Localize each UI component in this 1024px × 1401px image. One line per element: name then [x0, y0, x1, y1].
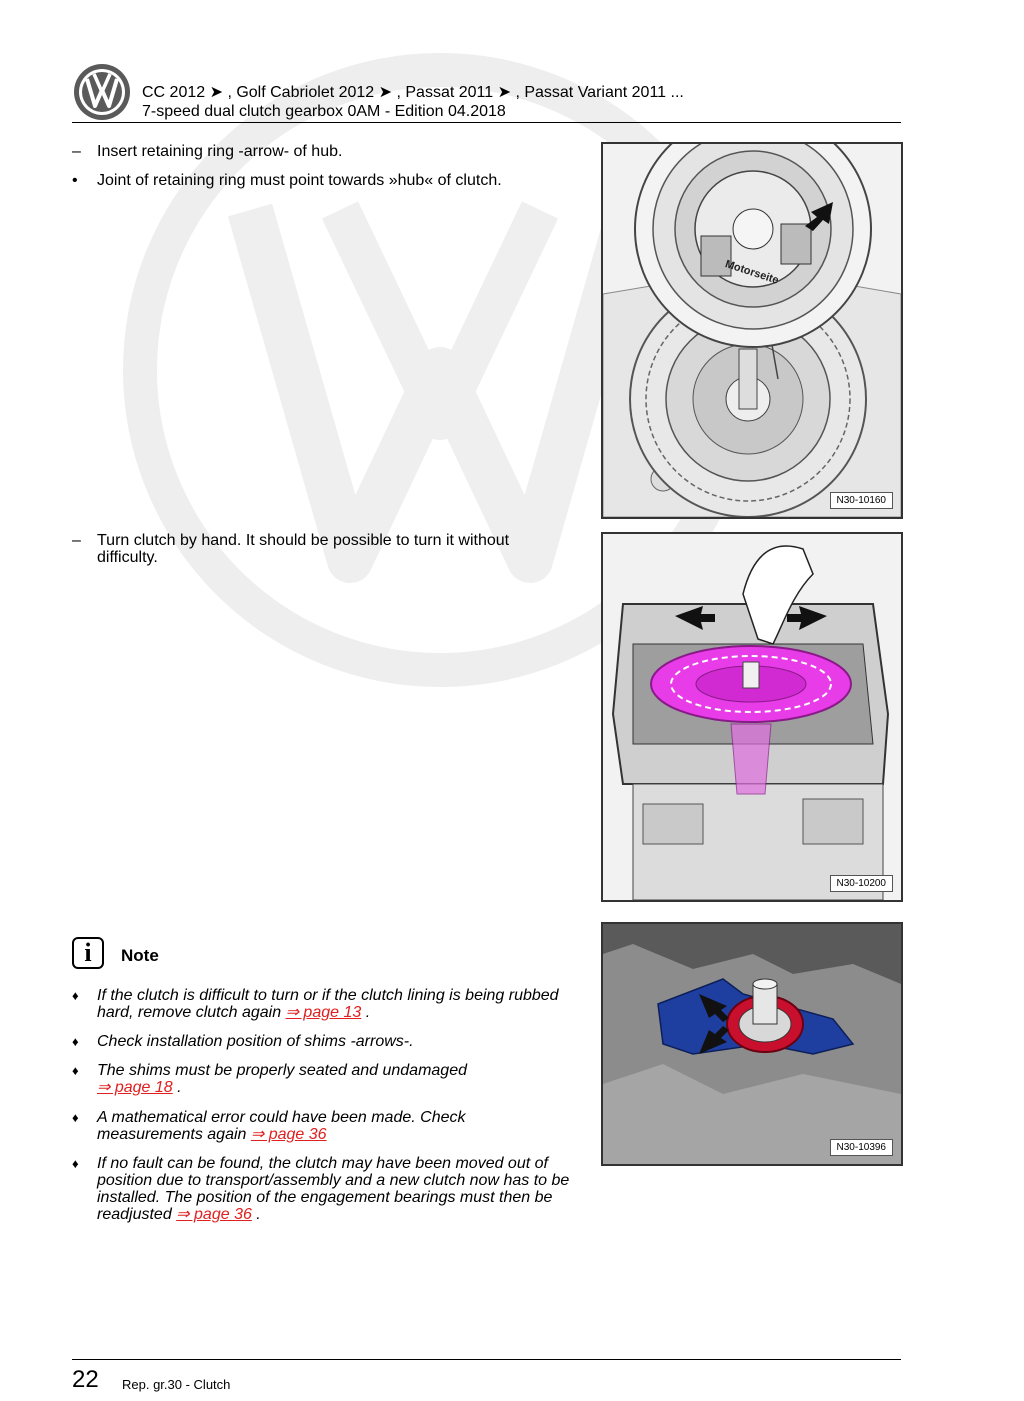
diamond-bullet-icon: ♦ [72, 1034, 79, 1049]
figure-retaining-ring: Motorseite N30-10160 [601, 142, 903, 519]
rotate-left-arrow-icon [675, 606, 715, 630]
figure-label: N30-10160 [829, 492, 893, 509]
figure-turn-clutch: N30-10200 [601, 532, 903, 902]
rotate-right-arrow-icon [787, 606, 827, 630]
step-text: Insert retaining ring -arrow- of hub. [97, 143, 343, 160]
link-page-18[interactable]: ⇒ page 18 [97, 1079, 173, 1096]
bullet-end: . [251, 1206, 261, 1223]
bullet-end: . [172, 1079, 182, 1096]
bullet-end: . [361, 1004, 371, 1021]
step-joint-direction: • Joint of retaining ring must point tow… [72, 172, 592, 189]
bullet-text: If no fault can be found, the clutch may… [97, 1155, 570, 1223]
clutch-rotation-illustration [603, 534, 901, 900]
arrow-icon [699, 1026, 729, 1054]
diamond-bullet-icon: ♦ [72, 1110, 79, 1125]
bullet-text: The shims must be properly seated and un… [97, 1062, 467, 1079]
figure-label: N30-10200 [829, 875, 893, 892]
bullet-text: If the clutch is difficult to turn or if… [97, 987, 559, 1021]
step-text: Joint of retaining ring must point towar… [97, 172, 502, 189]
arrow-icon [805, 202, 833, 231]
diamond-bullet-icon: ♦ [72, 988, 79, 1003]
bullet-text: A mathematical error could have been mad… [97, 1109, 466, 1143]
vw-logo-icon [74, 64, 130, 120]
footer-section: Rep. gr.30 - Clutch [122, 1377, 231, 1392]
note-bullet-shim-position: ♦ Check installation position of shims -… [72, 1033, 572, 1050]
figure-shims: N30-10396 [601, 922, 903, 1166]
info-icon: i [72, 937, 104, 969]
engagement-fork-illustration [603, 924, 901, 1164]
footer-rule [72, 1359, 901, 1360]
hand-icon [742, 545, 814, 645]
header-rule [72, 122, 901, 123]
note-bullet-clutch-difficult: ♦ If the clutch is difficult to turn or … [72, 987, 572, 1021]
header-gearbox-edition: 7-speed dual clutch gearbox 0AM - Editio… [142, 103, 506, 120]
step-text: Turn clutch by hand. It should be possib… [97, 532, 510, 566]
note-bullet-math-error: ♦ A mathematical error could have been m… [72, 1109, 572, 1143]
note-bullet-shims-seated: ♦ The shims must be properly seated and … [72, 1062, 572, 1096]
link-page-36[interactable]: ⇒ page 36 [176, 1206, 252, 1223]
link-page-36[interactable]: ⇒ page 36 [250, 1126, 327, 1143]
figure-label: N30-10396 [829, 1139, 893, 1156]
bullet-text: Check installation position of shims -ar… [97, 1033, 414, 1050]
link-page-13[interactable]: ⇒ page 13 [285, 1004, 362, 1021]
diamond-bullet-icon: ♦ [72, 1063, 79, 1078]
step-turn-clutch: – Turn clutch by hand. It should be poss… [72, 532, 572, 566]
step-insert-ring: – Insert retaining ring -arrow- of hub. [72, 143, 592, 160]
step-marker: • [72, 172, 78, 189]
header-models: CC 2012 ➤ , Golf Cabriolet 2012 ➤ , Pass… [142, 84, 684, 101]
diamond-bullet-icon: ♦ [72, 1156, 79, 1171]
arrow-icon [699, 994, 729, 1022]
note-title: Note [121, 946, 159, 965]
clutch-hub-illustration: Motorseite [603, 144, 901, 517]
page-number: 22 [72, 1366, 99, 1393]
step-marker: – [72, 532, 81, 549]
note-bullet-no-fault: ♦ If no fault can be found, the clutch m… [72, 1155, 572, 1223]
step-marker: – [72, 143, 81, 160]
